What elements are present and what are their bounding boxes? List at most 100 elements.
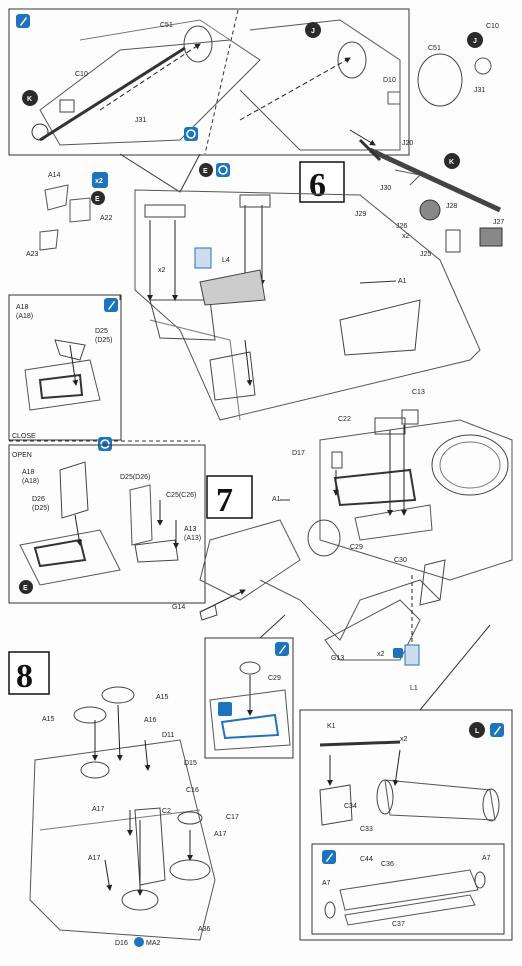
close-open-inset xyxy=(8,294,122,441)
label-c13: C13 xyxy=(412,389,425,396)
label-c36: C36 xyxy=(381,861,394,868)
label-c51-right: C51 xyxy=(428,45,441,52)
marker-x2-a: x2 xyxy=(402,233,410,240)
label-a17-c: A17 xyxy=(88,855,101,862)
label-j27: J27 xyxy=(493,219,504,226)
glue-icon-l xyxy=(490,723,504,737)
label-l4: L4 xyxy=(222,257,230,264)
label-k1: K1 xyxy=(327,723,336,730)
badge-ma2 xyxy=(134,937,144,947)
svg-text:J: J xyxy=(311,28,315,35)
label-a15-r: A15 xyxy=(156,694,169,701)
svg-text:E: E xyxy=(23,585,28,592)
x2-badge-a14: x2 xyxy=(92,172,108,188)
label-ma2: MA2 xyxy=(146,940,161,947)
label-d26-open: D26 xyxy=(32,496,45,503)
label-d17: D17 xyxy=(292,450,305,457)
glue-icon-close xyxy=(104,298,118,312)
label-a14: A14 xyxy=(48,172,61,179)
label-close: CLOSE xyxy=(12,433,36,440)
label-d25-open-p: (D25) xyxy=(32,505,50,512)
flip-icon-open xyxy=(98,437,112,451)
svg-text:E: E xyxy=(203,168,208,175)
flip-icon-hull xyxy=(216,163,230,177)
label-j29: J29 xyxy=(355,211,366,218)
label-c51-top: C51 xyxy=(160,22,173,29)
badge-k-top: K xyxy=(22,90,38,106)
svg-text:E: E xyxy=(95,196,100,203)
step-6-number: 6 xyxy=(309,167,326,204)
label-d10: D10 xyxy=(383,77,396,84)
label-j30: J30 xyxy=(380,185,391,192)
label-c2: C2 xyxy=(162,808,171,815)
label-d15: D15 xyxy=(184,760,197,767)
glue-icon xyxy=(16,14,30,28)
badge-l: L xyxy=(469,722,485,738)
label-a13: A13 xyxy=(184,526,197,533)
c29-inset xyxy=(204,637,294,759)
inner-glue-inset xyxy=(311,843,505,935)
label-l1: L1 xyxy=(410,685,418,692)
label-c29-inset: C29 xyxy=(268,675,281,682)
label-c10-top: C10 xyxy=(75,71,88,78)
label-a18-close: A18 xyxy=(16,304,29,311)
label-j20: J20 xyxy=(402,140,413,147)
step-8-number: 8 xyxy=(16,658,33,695)
flip-icon-top xyxy=(184,127,198,141)
label-a36: A36 xyxy=(198,926,211,933)
label-d16: D16 xyxy=(115,940,128,947)
badge-e-open: E xyxy=(19,580,33,594)
label-j26: J26 xyxy=(396,223,407,230)
label-a22: A22 xyxy=(100,215,113,222)
svg-text:K: K xyxy=(27,96,32,103)
svg-text:K: K xyxy=(449,159,454,166)
label-c33: C33 xyxy=(360,826,373,833)
label-a23: A23 xyxy=(26,251,39,258)
label-a13-p: (A13) xyxy=(184,535,201,542)
label-g14: G14 xyxy=(172,604,185,611)
label-c44: C44 xyxy=(360,856,373,863)
glue-icon-inner xyxy=(322,850,336,864)
label-c25c26: C25(C26) xyxy=(166,492,196,499)
badge-e-left: E xyxy=(91,191,105,205)
label-j31-right: J31 xyxy=(474,87,485,94)
label-a1-top: A1 xyxy=(398,278,407,285)
label-j31-top: J31 xyxy=(135,117,146,124)
svg-text:L: L xyxy=(475,728,480,735)
badge-j-right: J xyxy=(467,32,483,48)
open-inset xyxy=(8,444,206,604)
svg-text:J: J xyxy=(473,38,477,45)
label-j28: J28 xyxy=(446,203,457,210)
label-a18-close-p: (A18) xyxy=(16,313,33,320)
step-8-box xyxy=(8,651,50,695)
detail-inset-top xyxy=(8,8,410,156)
badge-j-top: J xyxy=(305,22,321,38)
label-a18-open: A18 xyxy=(22,469,35,476)
marker-x2-e: x2 xyxy=(400,736,408,743)
label-a1-mid: A1 xyxy=(272,496,281,503)
label-a17-a: A17 xyxy=(92,806,105,813)
label-c29-mid: C29 xyxy=(350,544,363,551)
label-c17: C17 xyxy=(226,814,239,821)
label-a7-r: A7 xyxy=(482,855,491,862)
step-7-number: 7 xyxy=(216,482,233,519)
step-6-box xyxy=(299,161,345,203)
label-d25-close: D25 xyxy=(95,328,108,335)
label-c22: C22 xyxy=(338,416,351,423)
marker-x2-d: x2 xyxy=(377,651,385,658)
label-c37: C37 xyxy=(392,921,405,928)
label-a17-b: A17 xyxy=(214,831,227,838)
label-g13: G13 xyxy=(331,655,344,662)
badge-k-right: K xyxy=(444,153,460,169)
label-a15-l: A15 xyxy=(42,716,55,723)
label-a7-l: A7 xyxy=(322,880,331,887)
label-d11: D11 xyxy=(162,732,174,739)
marker-x2-c: x2 xyxy=(158,267,166,274)
label-j25: J25 xyxy=(420,251,431,258)
label-a18-open-p: (A18) xyxy=(22,478,39,485)
label-open: OPEN xyxy=(12,452,32,459)
svg-text:x2: x2 xyxy=(95,178,103,185)
label-d25d26: D25(D26) xyxy=(120,474,150,481)
